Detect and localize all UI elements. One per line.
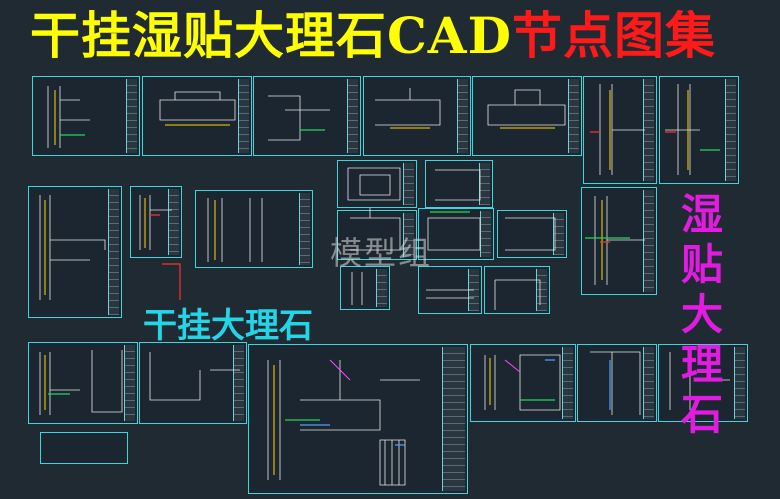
drawing-sheet[interactable] (581, 187, 657, 295)
sheet-title-block (442, 347, 465, 491)
page-title: 干挂湿贴大理石CAD节点图集 (30, 4, 716, 70)
drawing-sheet[interactable] (472, 76, 582, 156)
wet-paste-marble-label: 湿贴 大理 石 (662, 190, 742, 440)
sheet-title-block (299, 193, 310, 265)
sheet-title-block (238, 79, 249, 153)
drawing-sheet[interactable] (139, 342, 247, 424)
sheet-title-block (480, 211, 491, 257)
wet-paste-label-line: 石 (680, 390, 723, 439)
watermark-text: 模型组 (330, 234, 433, 272)
drawing-sheet[interactable] (142, 76, 252, 156)
drawing-sheet[interactable] (658, 344, 748, 422)
sheet-title-block (479, 163, 490, 205)
sheet-title-block (568, 79, 579, 153)
sheet-title-block (536, 269, 547, 311)
drawing-sheet[interactable] (340, 266, 390, 310)
sheet-title-block (562, 347, 573, 419)
sheet-title-block (643, 190, 654, 292)
drawing-legend-table[interactable] (40, 432, 128, 464)
drawing-sheet[interactable] (470, 344, 576, 422)
sheet-title-block (347, 79, 358, 153)
sheet-title-block (124, 345, 135, 421)
sheet-title-block (553, 213, 564, 255)
title-yellow-part: 干挂湿贴大理石CAD (30, 6, 512, 65)
drawing-sheet[interactable] (130, 186, 182, 258)
sheet-title-block (403, 213, 414, 257)
dry-hang-marble-label: 干挂大理石 (143, 306, 313, 346)
sheet-title-block (126, 79, 137, 153)
drawing-sheet[interactable] (32, 76, 140, 156)
drawing-sheet[interactable] (28, 186, 122, 318)
wet-paste-label-line: 湿贴 (680, 190, 723, 289)
drawing-sheet[interactable] (253, 76, 361, 156)
drawing-sheet[interactable] (577, 344, 657, 422)
sheet-title-block (403, 163, 414, 205)
sheet-title-block (643, 347, 654, 419)
drawing-sheet[interactable] (248, 344, 468, 494)
drawing-sheet[interactable] (418, 208, 494, 260)
sheet-title-block (108, 189, 119, 315)
sheet-title-block (376, 269, 387, 307)
title-red-part: 节点图集 (511, 6, 716, 65)
wet-paste-label-line: 大理 (680, 290, 723, 389)
sheet-title-block (457, 79, 468, 153)
sheet-title-block (233, 345, 244, 421)
sheet-title-block (725, 79, 736, 181)
drawing-sheet[interactable] (363, 76, 471, 156)
sheet-title-block (734, 347, 745, 419)
drawing-sheet[interactable] (28, 342, 138, 424)
sheet-title-block (168, 189, 179, 255)
